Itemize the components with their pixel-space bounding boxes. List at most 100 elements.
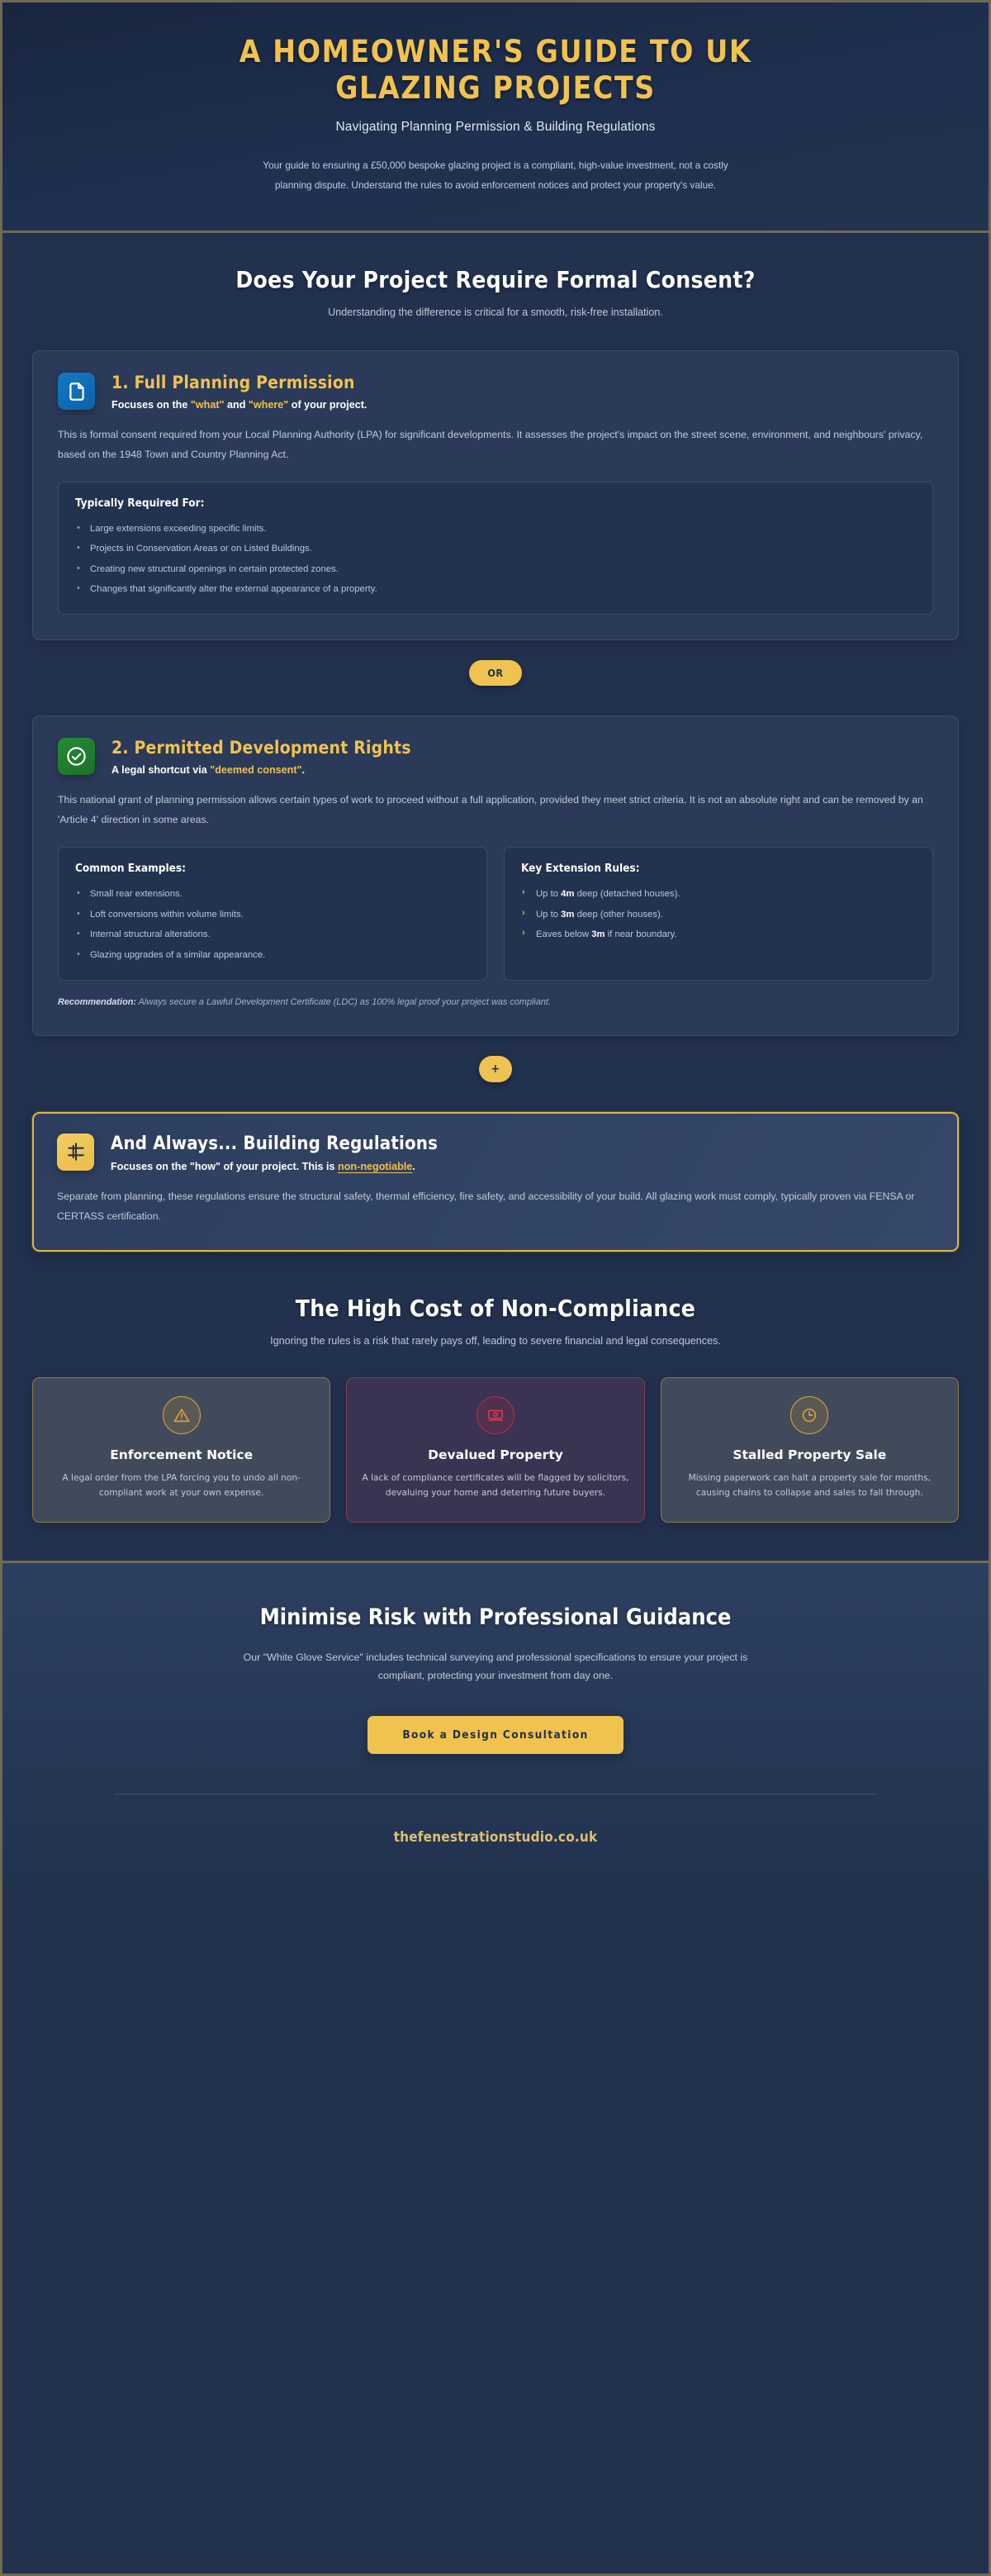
list-item: • Creating new structural openings in cer… xyxy=(75,559,916,579)
consent-heading: Does Your Project Require Formal Consent… xyxy=(235,265,756,293)
card-body-text: This is formal consent required from you… xyxy=(58,429,923,460)
measurement-value: 3m xyxy=(591,929,605,940)
subtitle-mid: and xyxy=(224,399,249,411)
warning-triangle-icon xyxy=(162,1396,201,1435)
permitted-development-card: 2. Permitted Development Rights A legal … xyxy=(32,715,959,1036)
typically-required-box: Typically Required For: • Large extension… xyxy=(58,481,933,615)
list-item: › Up to 4m deep (detached houses). xyxy=(521,884,916,904)
typically-required-title: Typically Required For: xyxy=(75,496,205,510)
card-header: And Always... Building Regulations Focus… xyxy=(57,1133,934,1172)
list-item-label: Glazing upgrades of a similar appearance… xyxy=(90,949,266,960)
bullet-dot-icon: • xyxy=(77,522,80,533)
clock-icon xyxy=(790,1396,829,1435)
consequences-header: The High Cost of Non-Compliance Ignoring… xyxy=(32,1295,959,1350)
recommendation-text: Always secure a Lawful Development Certi… xyxy=(136,996,552,1007)
measurement-value: 4m xyxy=(561,889,575,900)
consequences-section: The High Cost of Non-Compliance Ignoring… xyxy=(2,1252,989,1561)
devalued-money-icon xyxy=(476,1396,514,1435)
or-connector: OR xyxy=(32,660,959,687)
chevron-right-icon: › xyxy=(522,907,525,918)
subtitle-post: . xyxy=(412,1160,415,1172)
consequence-description: Missing paperwork can halt a property sa… xyxy=(688,1473,932,1498)
cta-text: Our "White Glove Service" includes techn… xyxy=(243,1651,748,1682)
cta-heading: Minimise Risk with Professional Guidance xyxy=(259,1604,732,1630)
hero-lead-text: Your guide to ensuring a £50,000 bespoke… xyxy=(263,159,728,191)
footer-website-url[interactable]: thefenestrationstudio.co.uk xyxy=(393,1829,598,1846)
consent-subheading: Understanding the difference is critical… xyxy=(328,306,663,318)
list-item-label: Eaves below 3m if near boundary. xyxy=(536,929,677,940)
chevron-right-icon: › xyxy=(522,887,525,898)
consent-section: Does Your Project Require Formal Consent… xyxy=(2,233,989,1252)
consequences-subheading: Ignoring the rules is a risk that rarely… xyxy=(270,1334,721,1347)
card-body-text: Separate from planning, these regulation… xyxy=(57,1190,915,1222)
list-item-label: Changes that significantly alter the ext… xyxy=(90,584,377,595)
consequence-title: Devalued Property xyxy=(428,1447,563,1463)
subtitle-pre: Focuses on the xyxy=(111,399,191,411)
list-item: • Internal structural alterations. xyxy=(75,924,470,944)
common-examples-title: Common Examples: xyxy=(75,862,186,876)
subtitle-keyword-where: "where" xyxy=(248,399,289,411)
card-subtitle: A legal shortcut via "deemed consent". xyxy=(111,764,933,776)
bullet-dot-icon: • xyxy=(77,948,80,959)
subtitle-post: of your project. xyxy=(288,399,367,411)
list-item: • Projects in Conservation Areas or on Li… xyxy=(75,539,916,558)
consequence-title: Enforcement Notice xyxy=(110,1447,254,1463)
recommendation-note: Recommendation: Always secure a Lawful D… xyxy=(58,995,933,1010)
page-subtitle: Navigating Planning Permission & Buildin… xyxy=(335,120,656,135)
blueprint-ruler-icon xyxy=(57,1133,94,1171)
list-item-label: Up to 4m deep (detached houses). xyxy=(536,889,680,900)
consequences-heading: The High Cost of Non-Compliance xyxy=(295,1294,696,1322)
bullet-dot-icon: • xyxy=(77,888,80,899)
list-item-label: Large extensions exceeding specific limi… xyxy=(90,523,267,534)
key-extension-rules-list: › Up to 4m deep (detached houses). ›Up to … xyxy=(521,884,916,944)
key-extension-rules-box: Key Extension Rules: ›Up to 4m deep (det… xyxy=(504,847,933,981)
card-header: 1. Full Planning Permission Focuses on t… xyxy=(58,373,933,411)
check-circle-icon xyxy=(58,738,95,776)
list-item: ›Eaves below 3m if near boundary. xyxy=(521,924,916,944)
subtitle-keyword-non-negotiable: non-negotiable xyxy=(338,1160,413,1172)
list-item-label: Projects in Conservation Areas or on Lis… xyxy=(90,544,312,554)
subtitle-pre: Focuses on the "how" of your project. Th… xyxy=(111,1160,339,1172)
bullet-dot-icon: • xyxy=(77,929,80,939)
consequence-title: Stalled Property Sale xyxy=(733,1447,887,1463)
subtitle-keyword-what: "what" xyxy=(190,399,225,411)
list-item-label: Internal structural alterations. xyxy=(90,929,211,940)
common-examples-box: Common Examples: •Small rear extensions.… xyxy=(58,847,487,981)
list-item-label: Creating new structural openings in cert… xyxy=(90,563,339,574)
consequence-card: Devalued Property A lack of compliance ce… xyxy=(346,1377,645,1523)
bullet-dot-icon: • xyxy=(77,543,80,554)
list-item: • Loft conversions within volume limits. xyxy=(75,905,470,924)
list-item: •Small rear extensions. xyxy=(75,884,470,904)
card-subtitle: Focuses on the "what" and "where" of you… xyxy=(111,399,933,411)
consequence-description: A lack of compliance certificates will b… xyxy=(362,1473,629,1498)
or-badge: OR xyxy=(469,660,522,687)
common-examples-list: •Small rear extensions.•Loft conversions… xyxy=(75,884,470,965)
subtitle-keyword-deemed-consent: "deemed consent" xyxy=(210,764,302,777)
list-item-label: Loft conversions within volume limits. xyxy=(90,909,244,920)
bullet-dot-icon: • xyxy=(77,908,80,919)
book-consultation-button[interactable]: Book a Design Consultation xyxy=(367,1716,624,1755)
full-planning-permission-card: 1. Full Planning Permission Focuses on t… xyxy=(32,350,959,641)
card-header: 2. Permitted Development Rights A legal … xyxy=(58,738,933,776)
subtitle-pre: A legal shortcut via xyxy=(111,764,211,777)
list-item: •Changes that significantly alter the ex… xyxy=(75,579,916,599)
plus-badge: + xyxy=(479,1055,512,1082)
card-subtitle: Focuses on the "how" of your project. Th… xyxy=(111,1161,934,1172)
building-regulations-card: And Always... Building Regulations Focus… xyxy=(32,1111,959,1252)
list-item: • Glazing upgrades of a similar appearanc… xyxy=(75,945,470,965)
hero-section: A Homeowner's Guide to UK Glazing Projec… xyxy=(2,2,989,233)
page-title: A Homeowner's Guide to UK Glazing Projec… xyxy=(239,34,752,106)
permitted-detail-columns: Common Examples: •Small rear extensions.… xyxy=(58,830,933,981)
typically-required-list: • Large extensions exceeding specific lim… xyxy=(75,519,916,600)
bullet-dot-icon: • xyxy=(77,563,80,573)
document-icon xyxy=(58,373,95,411)
list-item: • Large extensions exceeding specific lim… xyxy=(75,519,916,539)
consent-section-header: Does Your Project Require Formal Consent… xyxy=(32,266,959,321)
card-title: And Always... Building Regulations xyxy=(111,1133,439,1154)
measurement-value: 3m xyxy=(561,909,575,920)
list-item: ›Up to 3m deep (other houses). xyxy=(521,905,916,924)
